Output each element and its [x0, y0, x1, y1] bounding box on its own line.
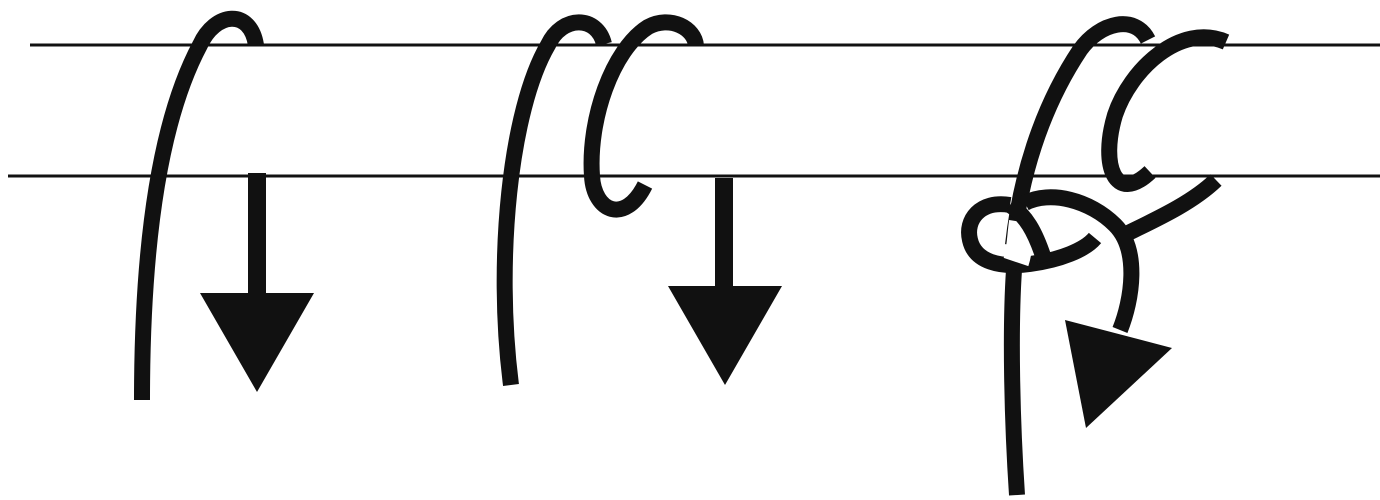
- arrow-down-icon: [668, 178, 782, 385]
- rope-gap: [1003, 220, 1035, 267]
- rope-standing-upper: [1005, 16, 1156, 246]
- rope-second-loop: [1101, 29, 1230, 192]
- rope-strand: [134, 10, 264, 401]
- rope-standing-lower: [1003, 269, 1025, 496]
- rope-strand-long: [496, 14, 612, 387]
- rope-working-end: [1021, 189, 1140, 333]
- step-3: [961, 16, 1230, 496]
- arrow-down-icon: [200, 173, 314, 392]
- curved-arrow-icon: [1065, 320, 1172, 428]
- step-2: [496, 14, 782, 387]
- rope-wrap-front: [1005, 198, 1053, 265]
- rope-wrap-back: [961, 196, 1102, 274]
- rope-strand-loop: [583, 14, 704, 218]
- step-1: [134, 10, 314, 401]
